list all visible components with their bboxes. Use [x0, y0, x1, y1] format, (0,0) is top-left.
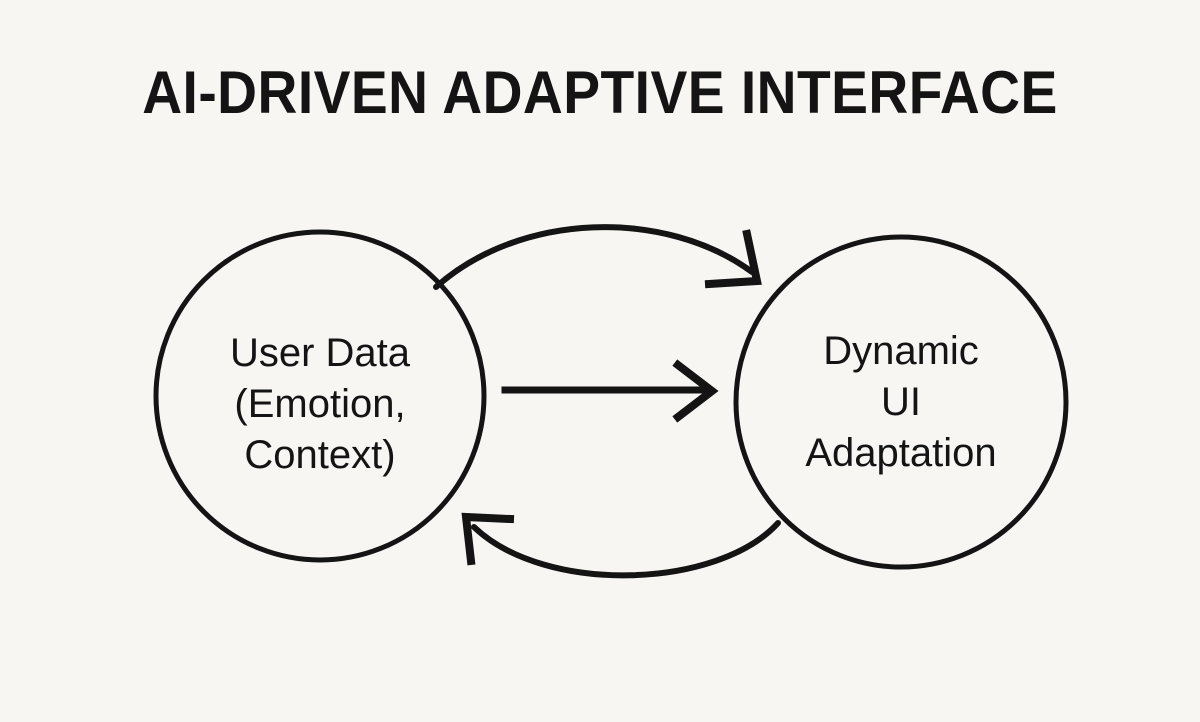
- node-label-user-data: User Data (Emotion, Context): [140, 328, 500, 481]
- node-label-user-data-line-1: User Data: [229, 331, 411, 375]
- page-title: AI-DRIVEN ADAPTIVE INTERFACE: [142, 59, 1058, 126]
- node-label-dynamic-ui-line-3: Adaptation: [805, 431, 997, 475]
- bottom-curved-arrow: [461, 512, 781, 579]
- top-curved-arrow: [433, 224, 762, 290]
- bottom-curved-arrow-line: [471, 520, 781, 579]
- middle-straight-arrow: [501, 359, 719, 423]
- node-label-user-data-line-2: (Emotion,: [234, 382, 406, 426]
- node-circle-dynamic-ui[interactable]: [733, 234, 1069, 570]
- middle-straight-arrow-head-icon: [672, 359, 719, 423]
- node-label-user-data-line-3: Context): [244, 433, 396, 477]
- top-curved-arrow-line: [433, 224, 755, 290]
- node-label-dynamic-ui-line-2: UI: [881, 380, 921, 424]
- top-curved-arrow-head-icon: [704, 229, 762, 289]
- node-label-dynamic-ui-line-1: Dynamic: [823, 329, 979, 373]
- bottom-curved-arrow-head-icon: [461, 512, 515, 566]
- node-label-dynamic-ui: Dynamic UI Adaptation: [721, 326, 1081, 479]
- node-circle-user-data[interactable]: [153, 229, 487, 563]
